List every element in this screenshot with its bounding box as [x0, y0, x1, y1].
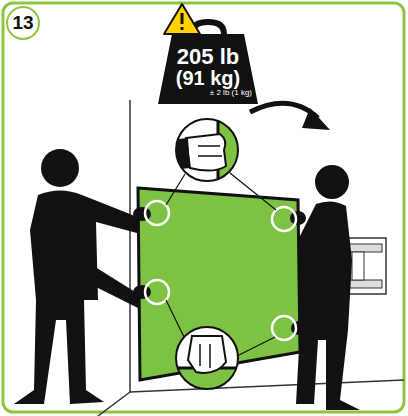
magnifier-top	[170, 112, 248, 192]
grip-circles	[145, 201, 296, 340]
weight-label: 205 lb(91 kg)± 2 lb (1 kg)	[160, 38, 256, 104]
tv-panel	[138, 188, 300, 380]
magnifier-bottom	[168, 327, 248, 398]
frame	[3, 3, 404, 412]
weight-value-metric: (91 kg)	[176, 68, 240, 89]
arrow-head	[302, 108, 330, 130]
weight-icon	[158, 4, 258, 104]
step-circle: 13	[6, 6, 40, 40]
weight-value: 205 lb	[177, 45, 239, 68]
left-person	[14, 149, 150, 404]
weight-tolerance: ± 2 lb (1 kg)	[210, 89, 252, 98]
room-lines	[98, 100, 404, 416]
right-person	[292, 165, 360, 410]
leader-lines	[166, 173, 276, 356]
step-number: 13	[12, 13, 33, 33]
